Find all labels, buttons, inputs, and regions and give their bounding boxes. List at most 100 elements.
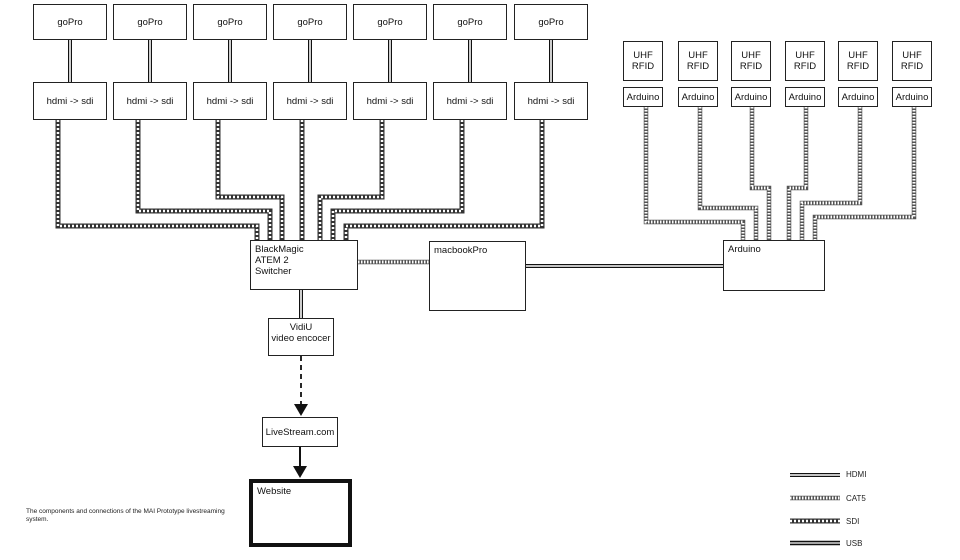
gopro-box-label: goPro [297,16,323,28]
rfid-reader-box-label-1: UHF [848,50,868,61]
gopro-box-label: goPro [137,16,163,28]
connections [55,40,917,546]
converter-box: hdmi -> sdi [353,82,427,120]
small-arduino-box-label: Arduino [895,91,929,103]
gopro-box: goPro [113,4,187,40]
small-arduino-box: Arduino [623,87,663,107]
small-arduino-box: Arduino [731,87,771,107]
sdi-link-inner [331,120,464,240]
small-arduino-box: Arduino [838,87,878,107]
small-arduino-box-label: Arduino [788,91,822,103]
gopro-box: goPro [33,4,107,40]
gopro-box-label: goPro [57,16,83,28]
laptop-label: macbookPro [434,245,488,256]
converter-box: hdmi -> sdi [514,82,588,120]
diagram-caption: The components and connections of the MA… [26,508,225,523]
cat5-link-inner [750,107,771,240]
gopro-box: goPro [273,4,347,40]
rfid-reader-box-label-2: RFID [739,61,763,72]
gopro-box-label: goPro [217,16,243,28]
gopro-box-label: goPro [457,16,483,28]
encoder-label-1: VidiU [289,322,313,333]
legend-sdi-label: SDI [846,517,860,526]
switcher-label-1: BlackMagic [255,244,304,255]
converter-box: hdmi -> sdi [433,82,507,120]
main-arduino-label: Arduino [728,244,761,255]
sdi-link-inner [318,120,384,240]
rfid-reader-box-label-2: RFID [793,61,817,72]
sdi-link-inner [344,120,544,240]
gopro-box: goPro [353,4,427,40]
legend-hdmi-label: HDMI [846,470,867,479]
small-arduino-box: Arduino [678,87,718,107]
small-arduino-box: Arduino [892,87,932,107]
switcher-label-3: Switcher [255,266,292,277]
converter-box: hdmi -> sdi [33,82,107,120]
converter-box: hdmi -> sdi [193,82,267,120]
sdi-link [55,120,260,240]
converter-box-label: hdmi -> sdi [46,95,94,107]
gopro-box: goPro [193,4,267,40]
rfid-reader-box-label-2: RFID [900,61,924,72]
main-arduino-box: Arduino [723,240,825,291]
cat5-link [812,107,917,240]
sdi-link [317,120,385,240]
legend-cat5-label: CAT5 [846,494,866,503]
laptop-box: macbookPro [429,241,526,311]
converter-box-label: hdmi -> sdi [366,95,414,107]
switcher-box: BlackMagic ATEM 2 Switcher [250,240,358,290]
website-label: Website [257,486,292,497]
rfid-reader-box-label-1: UHF [688,50,708,61]
sdi-link [343,120,545,240]
cat5-link-inner [644,107,745,240]
sdi-link-inner [56,120,259,240]
cat5-link-inner [698,107,758,240]
rfid-reader-box-label-1: UHF [795,50,815,61]
legend-usb-label: USB [846,539,863,548]
arrow-head-icon [293,466,307,478]
encoder-label-2: video encocer [271,333,331,344]
gopro-box-label: goPro [538,16,564,28]
small-arduino-box: Arduino [785,87,825,107]
rfid-reader-box-label-2: RFID [686,61,710,72]
cat5-link-inner [813,107,916,240]
livestream-box: LiveStream.com [262,417,338,447]
converter-box-label: hdmi -> sdi [206,95,254,107]
cat5-link-inner [787,107,808,240]
converter-box-label: hdmi -> sdi [527,95,575,107]
sdi-link [135,120,273,240]
rfid-reader-box-label-1: UHF [633,50,653,61]
sdi-link [330,120,465,240]
livestream-label: LiveStream.com [265,426,335,438]
small-arduino-box-label: Arduino [681,91,715,103]
switcher-label-2: ATEM 2 [255,255,289,266]
cat5-link [799,107,863,240]
rfid-reader-box-label-1: UHF [741,50,761,61]
small-arduino-box-label: Arduino [734,91,768,103]
small-arduino-box-label: Arduino [841,91,875,103]
rfid-reader-box-label-2: RFID [631,61,655,72]
sdi-link-inner [136,120,272,240]
small-arduino-box-label: Arduino [626,91,660,103]
converter-box-label: hdmi -> sdi [446,95,494,107]
cat5-link [643,107,746,240]
converter-box-label: hdmi -> sdi [286,95,334,107]
gopro-box: goPro [514,4,588,40]
sdi-link-inner [216,120,284,240]
arrow-head-icon [294,404,308,416]
gopro-box: goPro [433,4,507,40]
rfid-reader-box-label-2: RFID [846,61,870,72]
website-box: Website [249,479,352,547]
cat5-link-inner [800,107,862,240]
encoder-box: VidiU video encocer [268,318,334,356]
converter-box: hdmi -> sdi [273,82,347,120]
gopro-box-label: goPro [377,16,403,28]
converter-box-label: hdmi -> sdi [126,95,174,107]
converter-box: hdmi -> sdi [113,82,187,120]
